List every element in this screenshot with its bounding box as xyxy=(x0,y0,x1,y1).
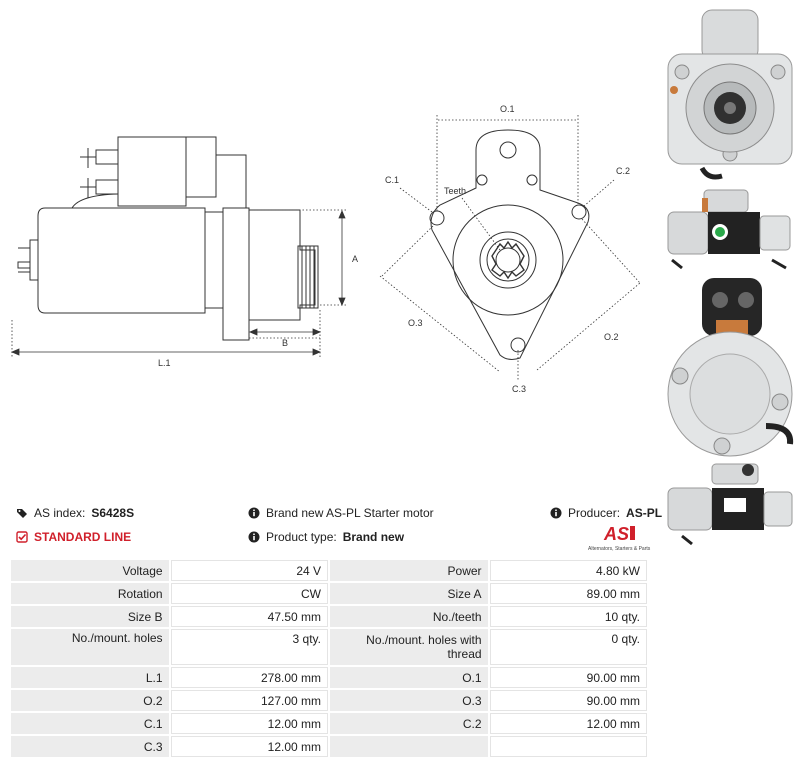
table-row: Voltage 24 V Power 4.80 kW xyxy=(11,560,647,581)
front-view-drawing xyxy=(429,129,590,360)
dim-label-o2: O.2 xyxy=(604,332,619,342)
product-type-label: Product type: xyxy=(266,530,337,544)
product-description: Brand new AS-PL Starter motor xyxy=(248,506,434,520)
dim-label-b: B xyxy=(282,338,288,348)
dim-label-c1: C.1 xyxy=(385,175,399,185)
dim-label-c2: C.2 xyxy=(616,166,630,176)
side-view-drawing: A B L.1 xyxy=(10,104,641,394)
photo-top-view xyxy=(667,463,793,546)
table-row: O.2 127.00 mm O.3 90.00 mm xyxy=(11,690,647,711)
dim-label-o1: O.1 xyxy=(500,104,515,114)
photo-rear-view xyxy=(667,278,794,457)
table-row: C.3 12.00 mm xyxy=(11,736,647,757)
photo-front-view xyxy=(667,9,793,180)
table-row: C.1 12.00 mm C.2 12.00 mm xyxy=(11,713,647,734)
svg-text:Alternators, Starters & Parts: Alternators, Starters & Parts xyxy=(588,546,651,552)
product-info: AS index: S6428S STANDARD LINE Brand new… xyxy=(14,500,662,556)
as-index-label: AS index: xyxy=(34,506,86,520)
table-row: Rotation CW Size A 89.00 mm xyxy=(11,583,647,604)
product-type: Product type: Brand new xyxy=(248,530,404,544)
technical-drawing-area: A B L.1 xyxy=(10,104,641,394)
svg-text:AS: AS xyxy=(603,524,629,544)
as-pl-logo: AS Alternators, Starters & Parts xyxy=(588,524,651,552)
info-icon xyxy=(248,507,260,519)
dim-label-o3: O.3 xyxy=(408,318,423,328)
specification-table: Voltage 24 V Power 4.80 kW Rotation CW S… xyxy=(9,558,649,759)
table-row: No./mount. holes 3 qty. No./mount. holes… xyxy=(11,629,647,665)
product-type-value: Brand new xyxy=(342,530,405,544)
photo-side-view xyxy=(667,189,791,270)
dim-label-c3: C.3 xyxy=(512,384,526,394)
producer: Producer: AS-PL xyxy=(550,506,662,520)
tags-icon xyxy=(17,509,27,518)
info-icon xyxy=(550,507,562,519)
table-row: Size B 47.50 mm No./teeth 10 qty. xyxy=(11,606,647,627)
producer-label: Producer: xyxy=(568,506,621,520)
standard-line-label: STANDARD LINE xyxy=(34,530,132,544)
as-index: AS index: S6428S xyxy=(16,506,134,520)
dim-label-a: A xyxy=(352,254,358,264)
as-index-value: S6428S xyxy=(91,506,135,520)
table-row: L.1 278.00 mm O.1 90.00 mm xyxy=(11,667,647,688)
dim-label-l1: L.1 xyxy=(158,358,171,368)
producer-value: AS-PL xyxy=(626,506,663,520)
checkbox-checked-icon xyxy=(16,531,28,543)
dim-label-teeth: Teeth xyxy=(444,186,466,196)
description-text: Brand new AS-PL Starter motor xyxy=(266,506,434,520)
standard-line: STANDARD LINE xyxy=(16,530,131,544)
info-icon xyxy=(248,531,260,543)
